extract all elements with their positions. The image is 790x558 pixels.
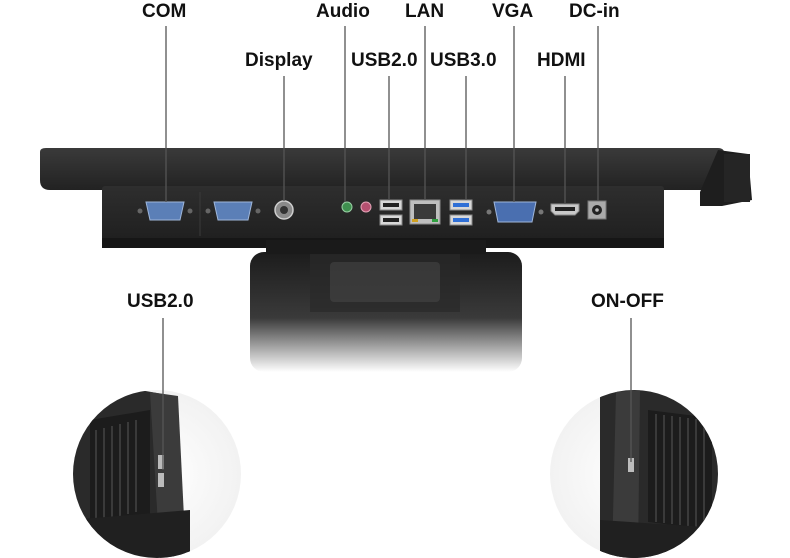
inset-on-off [550,318,718,558]
audio-jack-green [341,201,353,213]
label-on-off: ON-OFF [591,291,664,312]
inset-usb20-side [73,318,241,558]
com-port-1 [145,201,185,221]
stand [250,252,522,372]
vga-port [493,201,537,223]
label-display: Display [245,50,313,71]
screw [255,208,261,214]
ports [137,199,607,226]
label-usb20-side: USB2.0 [127,291,194,312]
label-lan: LAN [405,1,445,22]
screw [187,208,193,214]
audio-jack-pink [360,201,372,213]
label-dc-in: DC-in [569,1,620,22]
screw [205,208,211,214]
screw [137,208,143,214]
label-hdmi: HDMI [537,50,586,71]
leader-lines [165,26,599,204]
label-audio: Audio [316,1,370,22]
label-vga: VGA [492,1,534,22]
label-com: COM [142,1,187,22]
label-usb20-top: USB2.0 [351,50,418,71]
label-usb30: USB3.0 [430,50,497,71]
com-port-2 [213,201,253,221]
